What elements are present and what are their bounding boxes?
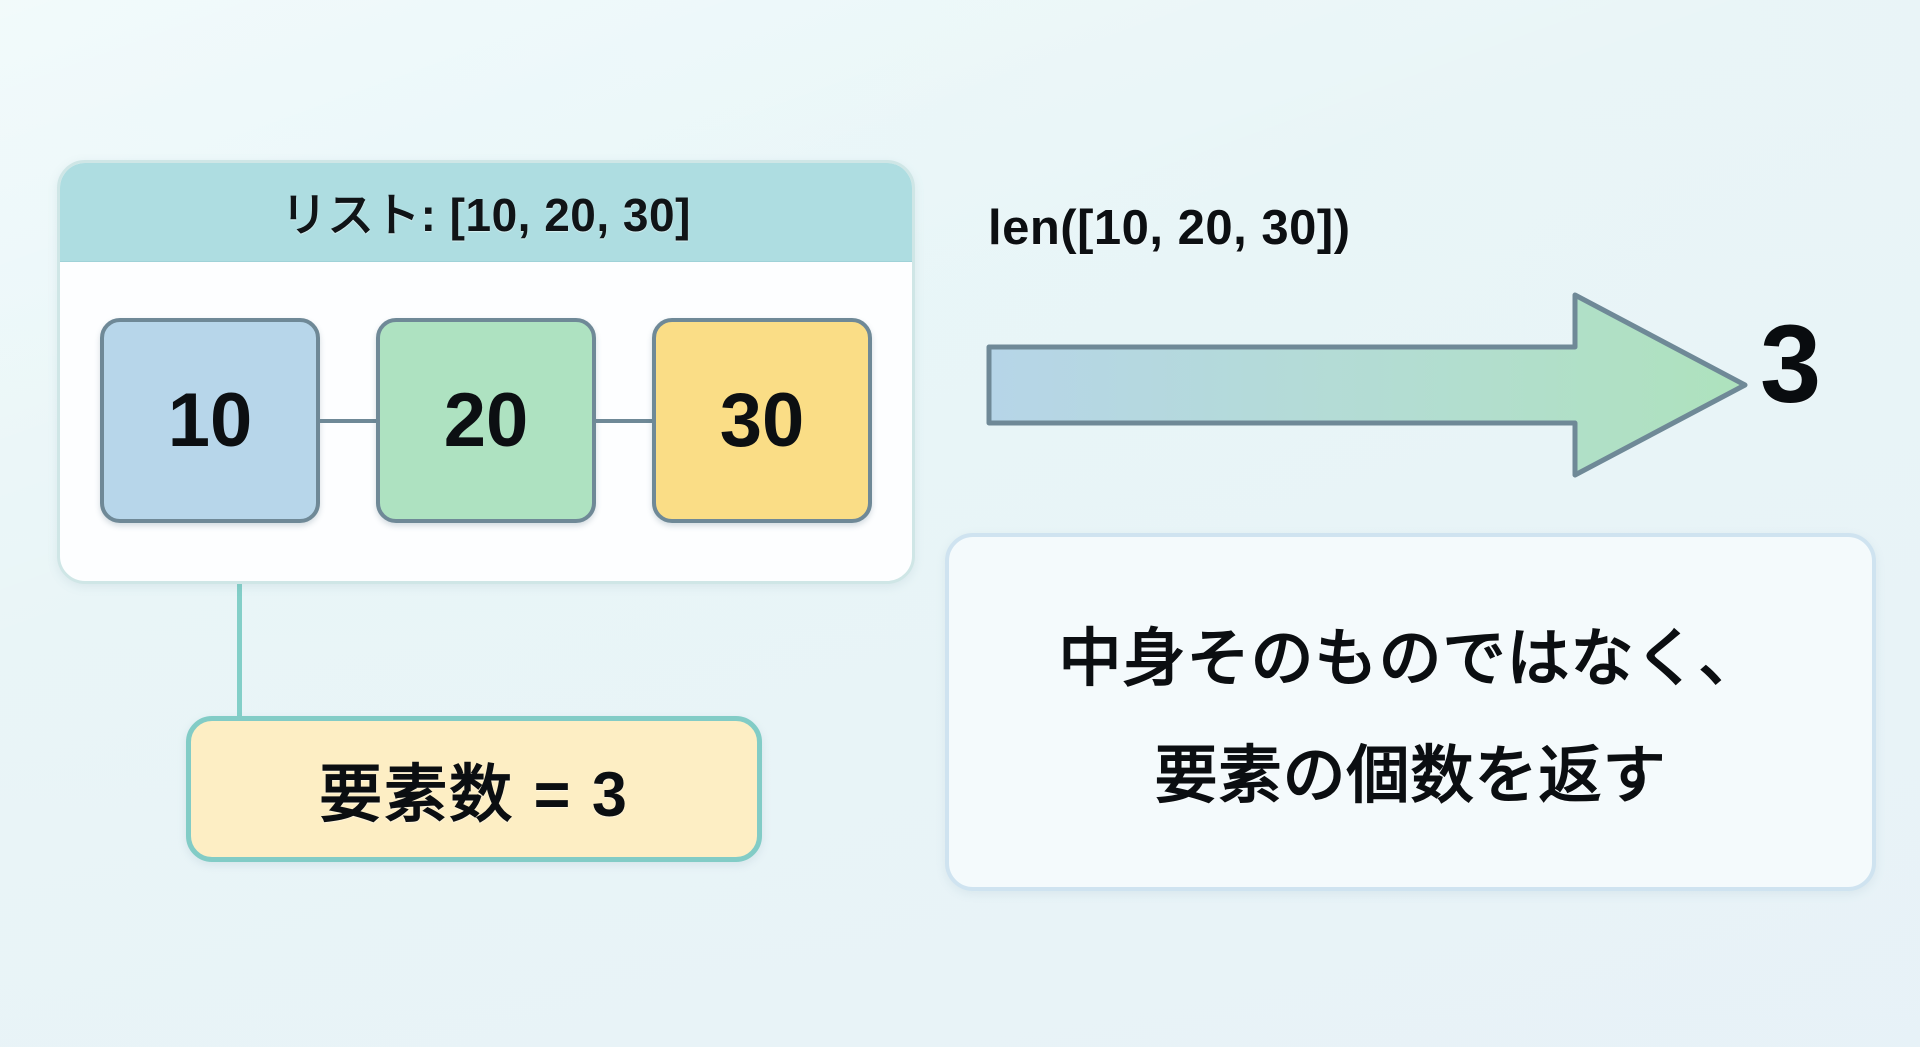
- list-element-1: 20: [376, 318, 596, 523]
- right-block-arrow-icon: [986, 292, 1748, 478]
- note-line-2: 要素の個数を返す: [1154, 741, 1667, 811]
- note-line-1: 中身そのものではなく、: [1058, 624, 1763, 694]
- list-card-header: リスト: [10, 20, 30]: [60, 163, 912, 262]
- list-elements-row: 10 20 30: [60, 262, 912, 579]
- element-count-pill: 要素数 = 3: [186, 716, 762, 862]
- list-element-2: 30: [652, 318, 872, 523]
- list-element-1-value: 20: [443, 378, 529, 463]
- result-value: 3: [1760, 303, 1822, 426]
- list-card: リスト: [10, 20, 30] 10 20 30: [57, 160, 915, 584]
- list-element-0: 10: [100, 318, 320, 523]
- element-sequence: 10 20 30: [100, 318, 872, 523]
- expression-caption: len([10, 20, 30]): [988, 201, 1351, 255]
- list-header-label: リスト: [10, 20, 30]: [281, 189, 691, 241]
- element-link-0-1: [320, 418, 376, 423]
- element-count-label: 要素数 = 3: [319, 759, 629, 830]
- list-element-2-value: 30: [719, 378, 805, 463]
- explanation-note-box: 中身そのものではなく、 要素の個数を返す: [945, 533, 1876, 891]
- arrow-container: [985, 285, 1755, 485]
- element-link-1-2: [596, 418, 652, 423]
- list-element-0-value: 10: [167, 378, 253, 463]
- list-to-count-connector: [237, 578, 242, 720]
